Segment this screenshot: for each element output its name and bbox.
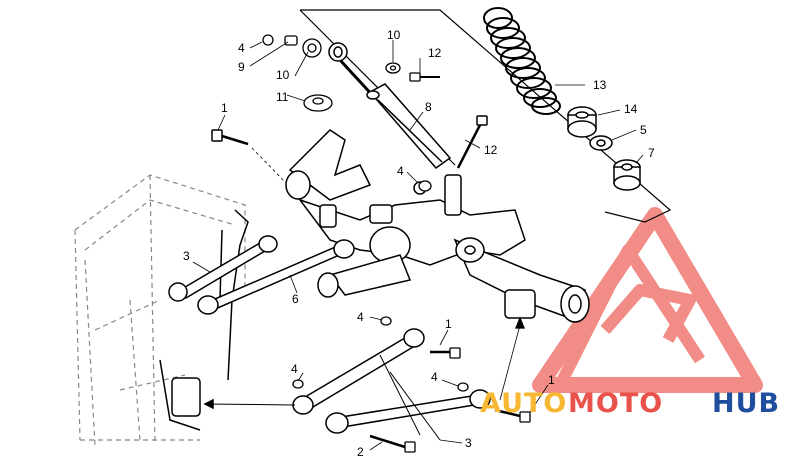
callout-8: 8 (425, 100, 432, 114)
callout-14: 14 (624, 102, 638, 116)
callout-11: 11 (276, 90, 289, 104)
callout-4-bottom-left: 4 (291, 362, 298, 376)
callout-5: 5 (640, 123, 647, 137)
callout-labels: 4 9 10 11 10 12 8 12 4 1 13 14 5 7 3 6 4… (183, 28, 655, 459)
callout-1-bottom: 1 (548, 373, 555, 387)
callout-4-bottom-right: 4 (431, 370, 438, 384)
callout-3-bottom: 3 (465, 436, 472, 450)
callout-13: 13 (593, 78, 607, 92)
shock-absorber (328, 42, 452, 170)
callout-2: 2 (357, 445, 364, 459)
callout-3-left: 3 (183, 249, 190, 263)
callout-4-lower: 4 (357, 310, 364, 324)
spring-seat-parts (567, 106, 641, 191)
callout-4-top: 4 (238, 41, 245, 55)
frame-outline (74, 174, 246, 446)
lower-hardware (292, 180, 531, 453)
watermark-hub: HUB (712, 388, 780, 419)
shock-top-hardware (262, 34, 440, 112)
callout-4-mid: 4 (397, 164, 404, 178)
leader-lines (192, 40, 644, 451)
lower-control-arms (203, 328, 491, 441)
upper-control-arms (168, 235, 355, 315)
autohub-watermark-text: AUTO MOTO HUB (480, 388, 780, 419)
callout-1-top: 1 (221, 101, 228, 115)
callout-7: 7 (648, 146, 655, 160)
frame-tubes (159, 209, 249, 431)
callout-10-left: 10 (276, 68, 290, 82)
callout-1-lower: 1 (445, 317, 452, 331)
callout-10-right: 10 (387, 28, 401, 42)
callout-12-mid: 12 (484, 143, 498, 157)
swingarm-housing (285, 129, 590, 323)
watermark-auto: AUTO (480, 388, 567, 419)
callout-9: 9 (238, 60, 245, 74)
coil-spring (483, 7, 561, 115)
watermark-moto: MOTO (568, 388, 663, 419)
callout-12-top: 12 (428, 46, 442, 60)
callout-6: 6 (292, 292, 299, 306)
autohub-logo (532, 207, 763, 393)
